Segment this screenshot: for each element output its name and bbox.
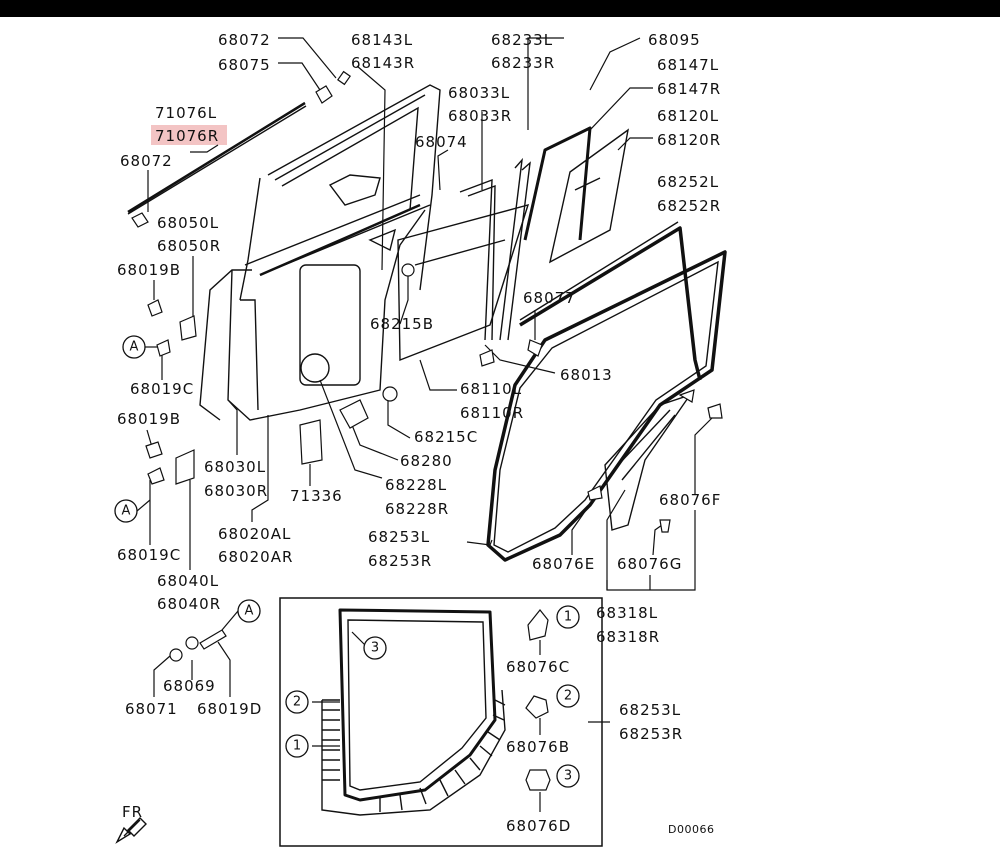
- top-black-bar: [0, 0, 1000, 17]
- callout-a-2: A: [114, 499, 151, 523]
- small-fasteners: [131, 212, 723, 662]
- label-68215c[interactable]: 68215C: [414, 428, 478, 446]
- callout-3-inset: 3: [363, 636, 387, 660]
- label-68075[interactable]: 68075: [218, 56, 271, 74]
- label-68318l[interactable]: 68318L: [596, 604, 658, 622]
- callout-a-1: A: [122, 335, 158, 359]
- label-68252r[interactable]: 68252R: [657, 197, 721, 215]
- svg-text:A: A: [245, 604, 254, 619]
- label-68095[interactable]: 68095: [648, 31, 701, 49]
- label-68253l-inset[interactable]: 68253L: [619, 701, 681, 719]
- label-68253r[interactable]: 68253R: [368, 552, 432, 570]
- label-68253l[interactable]: 68253L: [368, 528, 430, 546]
- label-68318r[interactable]: 68318R: [596, 628, 660, 646]
- door-frame-part: [199, 84, 441, 421]
- svg-text:2: 2: [564, 689, 572, 704]
- quarter-glass-part: [548, 128, 629, 264]
- highlight-71076r: [151, 125, 227, 145]
- label-68019b-2[interactable]: 68019B: [117, 410, 181, 428]
- label-68110l[interactable]: 68110L: [460, 380, 522, 398]
- label-68033l[interactable]: 68033L: [448, 84, 510, 102]
- callout-1-inset: 1: [285, 734, 309, 758]
- leader-lines: [146, 37, 716, 697]
- label-68215b[interactable]: 68215B: [370, 315, 434, 333]
- label-68019b-1[interactable]: 68019B: [117, 261, 181, 279]
- label-68013[interactable]: 68013: [560, 366, 613, 384]
- direction-label: FR: [122, 803, 143, 821]
- svg-text:A: A: [122, 504, 131, 519]
- clip-68072-top: [315, 70, 351, 104]
- label-68019c-2[interactable]: 68019C: [117, 546, 181, 564]
- label-68120r[interactable]: 68120R: [657, 131, 721, 149]
- label-68076c[interactable]: 68076C: [506, 658, 570, 676]
- svg-text:1: 1: [564, 610, 572, 625]
- door-weatherstrip-part: [486, 250, 727, 562]
- diagram-code: D00066: [668, 823, 714, 836]
- door-parts-diagram: 68072 68075 71076L 71076R 68072 68050L 6…: [114, 31, 727, 847]
- callout-2b-inset: 2: [556, 684, 580, 708]
- label-68143l[interactable]: 68143L: [351, 31, 413, 49]
- label-68033r[interactable]: 68033R: [448, 107, 512, 125]
- label-68069[interactable]: 68069: [163, 677, 216, 695]
- callout-2-inset: 2: [285, 690, 309, 714]
- label-68050r[interactable]: 68050R: [157, 237, 221, 255]
- label-68019d[interactable]: 68019D: [197, 700, 262, 718]
- label-71076r[interactable]: 71076R: [155, 127, 219, 145]
- door-glass-part: [397, 203, 530, 362]
- callout-a-3: A: [221, 599, 261, 631]
- label-68076b[interactable]: 68076B: [506, 738, 570, 756]
- label-68228l[interactable]: 68228L: [385, 476, 447, 494]
- svg-text:3: 3: [371, 641, 379, 656]
- label-68020ar[interactable]: 68020AR: [218, 548, 293, 566]
- label-68076f[interactable]: 68076F: [659, 491, 721, 509]
- svg-text:1: 1: [293, 739, 301, 754]
- label-68072-top[interactable]: 68072: [218, 31, 271, 49]
- clip-68076b-icon: [525, 695, 549, 735]
- label-68040r[interactable]: 68040R: [157, 595, 221, 613]
- label-68072[interactable]: 68072: [120, 152, 173, 170]
- label-68040l[interactable]: 68040L: [157, 572, 219, 590]
- inset-box: [279, 597, 610, 847]
- label-68076g[interactable]: 68076G: [617, 555, 682, 573]
- label-68074[interactable]: 68074: [415, 133, 468, 151]
- label-68143r[interactable]: 68143R: [351, 54, 415, 72]
- label-68076e[interactable]: 68076E: [532, 555, 595, 573]
- label-68280[interactable]: 68280: [400, 452, 453, 470]
- label-68233l[interactable]: 68233L: [491, 31, 553, 49]
- svg-text:2: 2: [293, 695, 301, 710]
- label-68030l[interactable]: 68030L: [204, 458, 266, 476]
- opening-weatherstrip-part: [519, 221, 702, 381]
- svg-text:A: A: [130, 340, 139, 355]
- quarter-weatherstrip-part: [523, 126, 592, 241]
- label-68020al[interactable]: 68020AL: [218, 525, 291, 543]
- belt-molding-part: [127, 101, 307, 215]
- clip-68076d-icon: [525, 769, 551, 812]
- label-68233r[interactable]: 68233R: [491, 54, 555, 72]
- label-68147r[interactable]: 68147R: [657, 80, 721, 98]
- label-68120l[interactable]: 68120L: [657, 107, 719, 125]
- callout-3b-inset: 3: [556, 764, 580, 788]
- pillar-trim-part: [604, 393, 692, 531]
- svg-text:3: 3: [564, 769, 572, 784]
- label-68030r[interactable]: 68030R: [204, 482, 268, 500]
- glass-run-channel-part: [259, 157, 531, 341]
- label-68019c-1[interactable]: 68019C: [130, 380, 194, 398]
- clip-68076c-icon: [527, 609, 549, 655]
- label-71076l[interactable]: 71076L: [155, 104, 217, 122]
- label-68252l[interactable]: 68252L: [657, 173, 719, 191]
- label-71336[interactable]: 71336: [290, 487, 343, 505]
- label-68071[interactable]: 68071: [125, 700, 178, 718]
- label-68050l[interactable]: 68050L: [157, 214, 219, 232]
- label-68253r-inset[interactable]: 68253R: [619, 725, 683, 743]
- front-arrow-icon: [115, 817, 147, 844]
- callout-1b-inset: 1: [556, 605, 580, 629]
- label-68228r[interactable]: 68228R: [385, 500, 449, 518]
- label-68147l[interactable]: 68147L: [657, 56, 719, 74]
- label-68076d[interactable]: 68076D: [506, 817, 571, 835]
